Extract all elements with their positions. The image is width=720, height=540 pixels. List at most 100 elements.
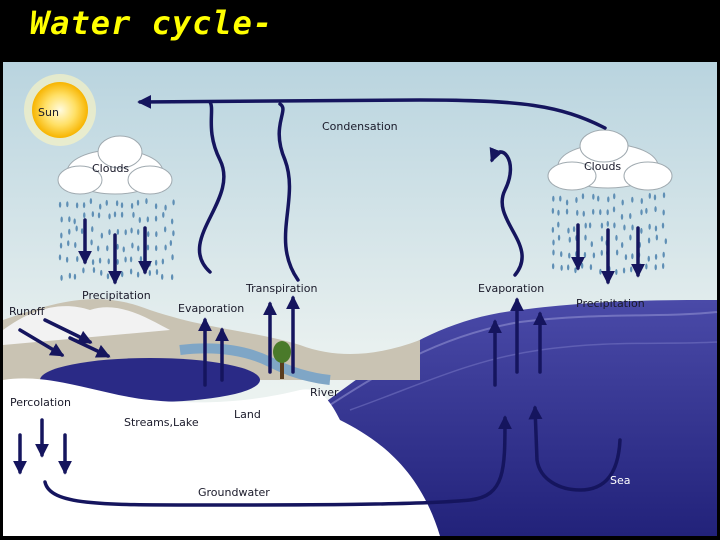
rain-drop — [624, 254, 628, 261]
rain-drop — [82, 202, 86, 209]
rain-drop — [106, 273, 110, 280]
rain-drop — [82, 267, 85, 274]
rain-drop — [139, 256, 143, 263]
label-land: Land — [234, 408, 261, 421]
label-river: River — [310, 386, 339, 399]
rain-drop — [147, 231, 150, 238]
label-percolation: Percolation — [10, 396, 71, 409]
rain-drop — [137, 245, 140, 252]
rain-drop — [75, 202, 79, 209]
rain-drop — [566, 264, 570, 271]
rain-drop — [108, 213, 111, 220]
rain-drop — [154, 245, 158, 252]
rain-drop — [98, 257, 102, 264]
rain-drop — [615, 249, 619, 256]
rain-drop — [551, 226, 555, 233]
rain-drop — [60, 216, 63, 223]
rain-drop — [551, 263, 555, 270]
transpiration-wave-arrow — [197, 100, 226, 274]
rain-drop — [661, 222, 665, 229]
rain-drop — [160, 273, 164, 280]
rain-drop — [164, 244, 167, 251]
rain-drop — [629, 266, 633, 273]
runoff-arrow-2 — [43, 318, 93, 344]
tree-trunk — [280, 355, 284, 379]
rain-drop — [631, 253, 634, 260]
rain-drop — [66, 201, 69, 208]
rain-drop — [146, 216, 149, 223]
rain-drop — [653, 194, 657, 201]
rain-drop — [592, 208, 595, 215]
cloud-right-icon — [547, 129, 673, 191]
rain-drop — [136, 199, 140, 206]
rain-drop — [576, 209, 579, 216]
rain-drop — [130, 202, 134, 209]
rain-drop — [116, 228, 120, 235]
rain-drop — [136, 228, 140, 235]
rain-drop — [60, 232, 63, 239]
rain-drop — [99, 203, 102, 210]
rain-drop — [623, 224, 626, 231]
rain-drop — [606, 220, 609, 227]
rain-drop — [136, 271, 140, 278]
groundwater-arrow — [43, 415, 512, 507]
label-runoff: Runoff — [9, 305, 45, 318]
label-evaporation-sea: Evaporation — [478, 282, 544, 295]
rain-drop — [116, 243, 119, 250]
rain-drop — [551, 207, 555, 214]
rain-drop — [581, 193, 585, 200]
rain-drop — [169, 240, 173, 247]
rain-drop — [629, 234, 632, 241]
rain-drop — [120, 202, 124, 209]
runoff-arrow-1 — [18, 328, 65, 357]
rain-drop — [590, 241, 594, 248]
rain-drop — [106, 245, 109, 252]
rain-drop — [583, 251, 587, 258]
rain-drop — [588, 222, 592, 229]
label-sun: Sun — [38, 106, 59, 119]
rain-drop — [83, 212, 86, 219]
rain-drop — [565, 208, 569, 215]
rain-drop — [132, 211, 135, 218]
rain-drop — [575, 197, 578, 204]
rain-drop — [170, 274, 174, 281]
rain-drop — [631, 224, 634, 231]
condensation-wave-arrow — [277, 102, 300, 282]
land — [3, 378, 440, 536]
rain-drop — [75, 225, 78, 232]
rain-drop — [552, 239, 555, 246]
rain-drop — [655, 234, 659, 241]
rain-drop — [161, 258, 165, 265]
rain-drop — [631, 196, 634, 203]
rain-drop — [58, 254, 62, 261]
rain-drop — [68, 272, 72, 279]
rain-drop — [172, 230, 175, 237]
rain-drop — [629, 213, 632, 220]
rain-drop — [172, 199, 175, 206]
rain-drop — [122, 246, 125, 253]
rain-drop — [120, 211, 124, 218]
rain-drop — [622, 267, 626, 274]
rain-drop — [91, 211, 95, 218]
rain-drop — [640, 198, 643, 205]
rain-drop — [560, 264, 563, 271]
rain-drop — [129, 268, 133, 275]
rain-drop — [647, 237, 651, 244]
rain-drop — [124, 229, 127, 236]
rain-drop — [115, 200, 119, 207]
rain-drop — [58, 201, 62, 208]
rain-drop — [565, 199, 569, 206]
rain-drop — [68, 228, 71, 235]
rain-drop — [92, 267, 96, 274]
tree-icon — [273, 341, 291, 363]
rain-drop — [155, 231, 158, 238]
rain-drop — [154, 215, 158, 222]
rain-drop — [615, 269, 618, 276]
rain-drop — [662, 251, 665, 258]
rain-drop — [584, 234, 587, 241]
rain-drop — [557, 234, 561, 241]
rain-drop — [606, 209, 609, 216]
rain-drop — [647, 255, 650, 262]
rain-drop — [600, 222, 604, 229]
sea-cycle-arrow — [528, 405, 622, 492]
